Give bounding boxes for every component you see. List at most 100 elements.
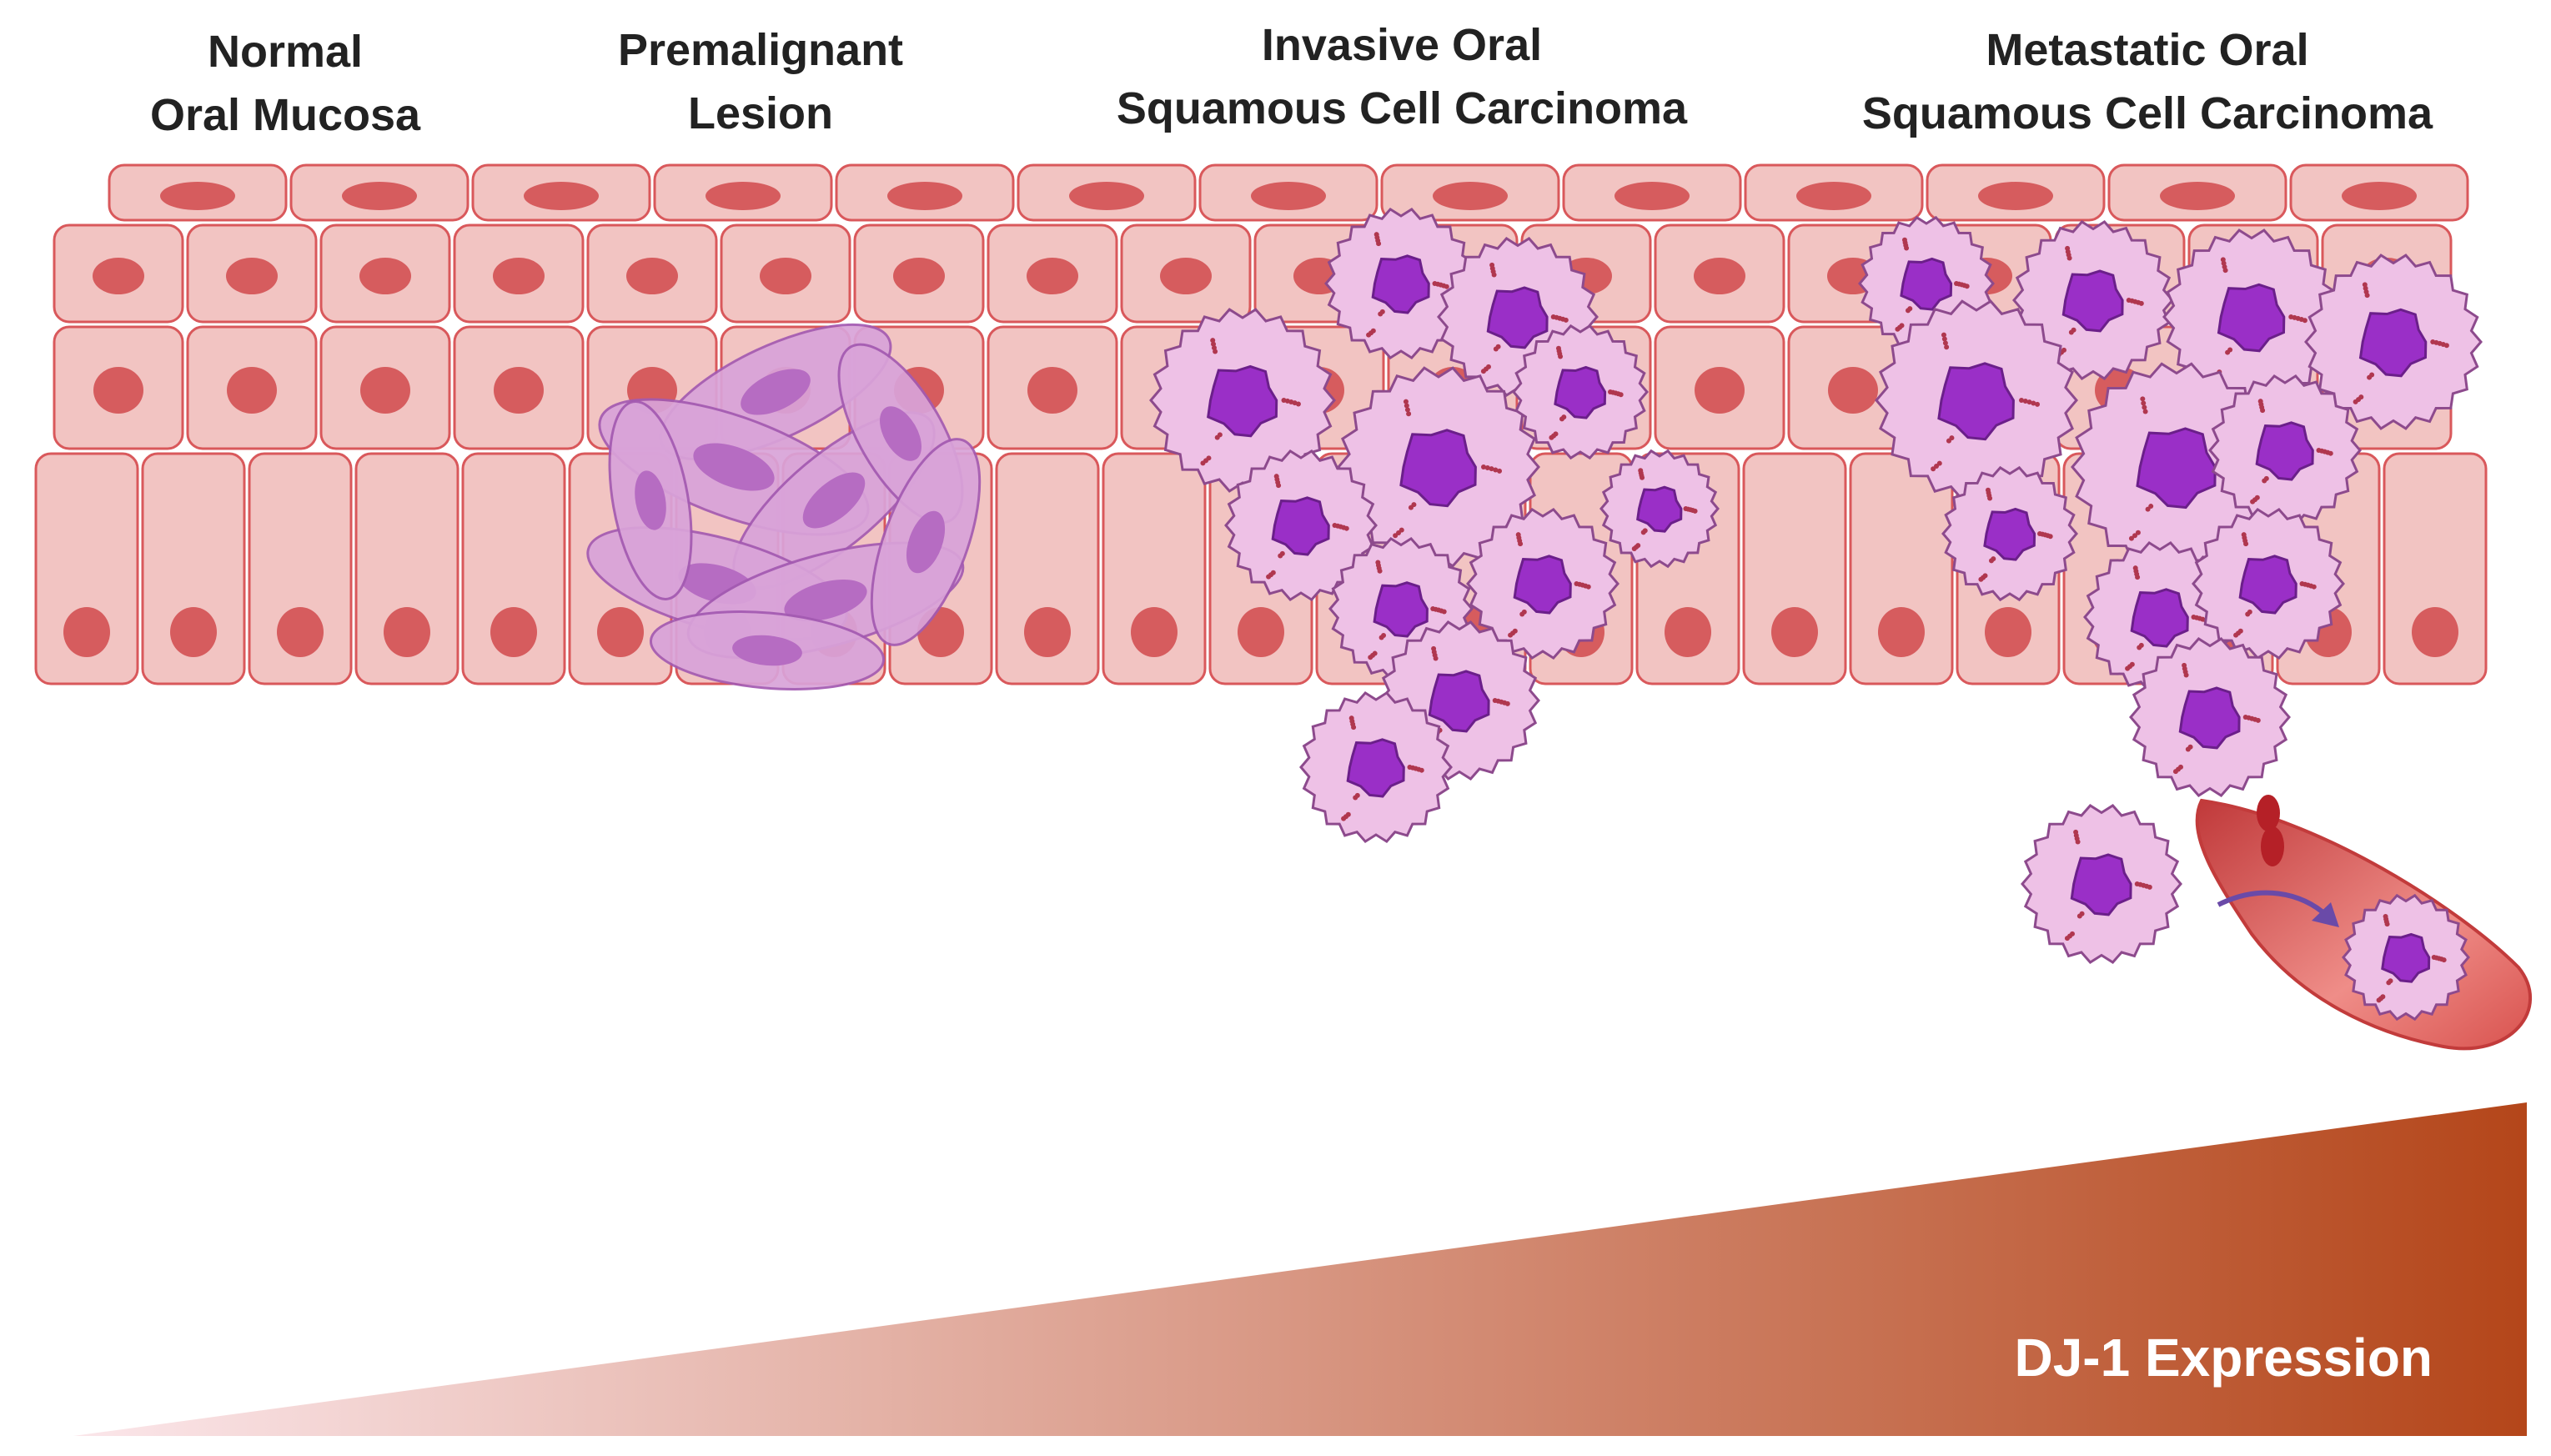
cytoplasm-granule [1431, 645, 1437, 651]
epithelial-nucleus [1160, 258, 1212, 294]
cytoplasm-granule [1931, 466, 1936, 472]
epithelial-nucleus [1878, 607, 1925, 657]
premalignant-cell [608, 400, 693, 600]
tumor-nucleus [1207, 364, 1278, 438]
stage-label-metastatic: Metastatic Oral Squamous Cell Carcinoma [1862, 18, 2433, 145]
tumor-nucleus [2136, 427, 2217, 510]
cytoplasm-granule [1444, 284, 1449, 289]
cytoplasm-granule [2035, 401, 2041, 407]
cytoplasm-granule [2376, 997, 2382, 1003]
cytoplasm-granule [2220, 257, 2226, 263]
cytoplasm-granule [2065, 245, 2071, 251]
stage-label-line1: Premalignant [617, 25, 904, 75]
tumor-nucleus [2255, 421, 2314, 481]
cytoplasm-granule [1515, 532, 1521, 538]
epithelial-nucleus [384, 607, 430, 657]
cytoplasm-granule [2362, 282, 2368, 288]
stage-label-line2: Squamous Cell Carcinoma [1116, 83, 1688, 133]
cytoplasm-granule [1563, 317, 1569, 323]
epithelial-nucleus [160, 182, 235, 210]
cytoplasm-granule [2241, 532, 2247, 538]
premalignant-nucleus [732, 635, 802, 666]
tumor-nucleus [2061, 269, 2124, 333]
cytoplasm-granule [2125, 665, 2131, 671]
epithelial-nucleus [893, 258, 945, 294]
cytoplasm-granule [1406, 411, 1412, 417]
epithelial-nucleus [1695, 367, 1745, 414]
epithelial-nucleus [1828, 367, 1878, 414]
epithelial-nucleus [227, 367, 277, 414]
cytoplasm-granule [2383, 913, 2388, 919]
tumor-cell [1941, 465, 2078, 602]
cytoplasm-granule [2172, 769, 2178, 775]
cytoplasm-granule [2328, 450, 2333, 456]
cytoplasm-granule [1489, 262, 1495, 268]
epithelial-cell [248, 452, 353, 685]
cytoplasm-granule [1393, 533, 1399, 539]
epithelial-cell [1742, 452, 1847, 685]
tumor-cell [1224, 449, 1378, 602]
cytoplasm-granule [2076, 913, 2082, 919]
dj1-expression-label: DJ-1 Expression [2014, 1328, 2433, 1388]
tumor-nucleus [2381, 932, 2431, 983]
cytoplasm-granule [1585, 584, 1591, 590]
cytoplasm-granule [2262, 478, 2267, 484]
tumor-nucleus [1513, 555, 1572, 615]
cytoplasm-granule [1618, 392, 1624, 398]
cytoplasm-granule [1366, 332, 1372, 338]
cytoplasm-granule [1493, 467, 1499, 473]
cytoplasm-granule [1214, 434, 1220, 440]
premalignant-nucleus [784, 579, 867, 622]
tumor-cell [2342, 893, 2470, 1022]
cytoplasm-granule [2233, 632, 2239, 638]
cytoplasm-granule [1441, 609, 1447, 615]
epithelial-nucleus [1694, 258, 1745, 294]
cytoplasm-granule [2142, 404, 2147, 410]
cytoplasm-granule [2064, 936, 2070, 941]
cytoplasm-granule [1481, 464, 1486, 469]
tumor-nucleus [1428, 670, 1490, 733]
cytoplasm-granule [2145, 506, 2151, 512]
stage-label-line2: Lesion [687, 88, 834, 138]
tumor-nucleus [1346, 738, 1405, 798]
cytoplasm-granule [2311, 584, 2317, 590]
red-blood-cell [2257, 795, 2280, 831]
tumor-cell [1324, 207, 1478, 360]
epithelial-nucleus [1238, 607, 1284, 657]
epithelial-nucleus [342, 182, 417, 210]
cytoplasm-granule [1978, 576, 1984, 582]
cytoplasm-granule [1895, 326, 1901, 332]
cytoplasm-granule [1985, 487, 1991, 493]
epithelial-nucleus [277, 607, 324, 657]
tumor-nucleus [1636, 485, 1683, 533]
cytoplasm-granule [2255, 717, 2261, 723]
cytoplasm-granule [1497, 468, 1503, 474]
tumor-nucleus [1486, 286, 1549, 349]
cytoplasm-granule [1408, 505, 1414, 510]
cytoplasm-granule [1905, 308, 1911, 314]
epithelial-nucleus [1796, 182, 1871, 210]
stage-label-premalignant: Premalignant Lesion [618, 18, 903, 145]
cytoplasm-granule [1489, 466, 1494, 472]
epithelial-nucleus [1027, 258, 1078, 294]
cytoplasm-granule [2073, 829, 2079, 835]
tumor-nucleus [2178, 686, 2241, 750]
cytoplasm-granule [2142, 409, 2148, 414]
epithelial-nucleus [1614, 182, 1690, 210]
cytoplasm-granule [2019, 398, 2024, 403]
cytoplasm-granule [1343, 525, 1349, 531]
cytoplasm-granule [2135, 530, 2141, 535]
cytoplasm-granule [1378, 311, 1383, 317]
cytoplasm-granule [1273, 474, 1279, 479]
cytoplasm-granule [2031, 400, 2036, 406]
epithelial-nucleus [93, 367, 143, 414]
epithelial-nucleus [597, 607, 644, 657]
cytoplasm-granule [2068, 329, 2074, 335]
tumor-nucleus [1373, 581, 1429, 638]
stage-label-line1: Metastatic Oral [1986, 25, 2309, 75]
cytoplasm-granule [1404, 403, 1409, 409]
premalignant-nucleus [880, 406, 921, 461]
epithelial-nucleus [170, 607, 217, 657]
tumor-cell [2304, 254, 2483, 430]
cytoplasm-granule [1484, 464, 1490, 470]
